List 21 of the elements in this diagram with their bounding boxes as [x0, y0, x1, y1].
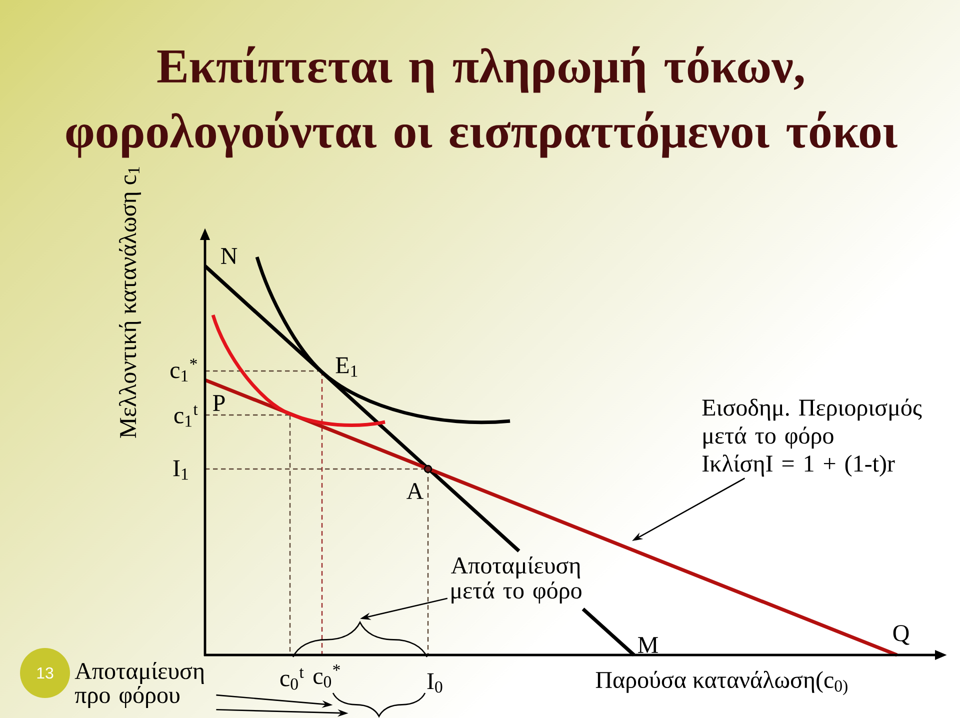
tick-label: c$_{1}$t — [174, 405, 198, 427]
annotation-text: Εισοδημ. Περιορισμός μετά το φόρο IκλίσηI = 1 + (1-t)r — [702, 398, 922, 477]
brace — [332, 692, 426, 717]
tick-label: I$_{1}$ — [173, 460, 188, 480]
point-label: P — [213, 395, 225, 411]
point-label: A — [406, 483, 424, 499]
axis-title: Παρούσα κατανάλωση(c$_{0)}$ — [596, 670, 848, 696]
tick-label: c$_{0}$* — [314, 664, 340, 688]
tick-label: I$_{0}$ — [427, 673, 442, 693]
annotation-text: Αποταμίευση μετά το φόρο — [451, 556, 582, 604]
point-label: N — [221, 248, 238, 264]
slide-number: 13 — [20, 648, 70, 698]
title: Εκπίπτεται η πληρωμή τόκων, φορολογούνται οι εισπραττόμενοι τόκοι — [66, 46, 898, 158]
point-label: E$_{1}$ — [336, 357, 358, 377]
annotation-text: Αποταμίευση προ φόρου — [74, 662, 204, 708]
brace — [292, 622, 428, 658]
axis-title: Μελλοντική κατανάλωση c$_{1}$ — [119, 167, 141, 438]
point-label: Q — [893, 625, 910, 645]
tick-label: c$_{1}$* — [170, 358, 197, 382]
tick-label: c$_{0}$t — [280, 668, 304, 690]
point-label: M — [638, 637, 658, 653]
